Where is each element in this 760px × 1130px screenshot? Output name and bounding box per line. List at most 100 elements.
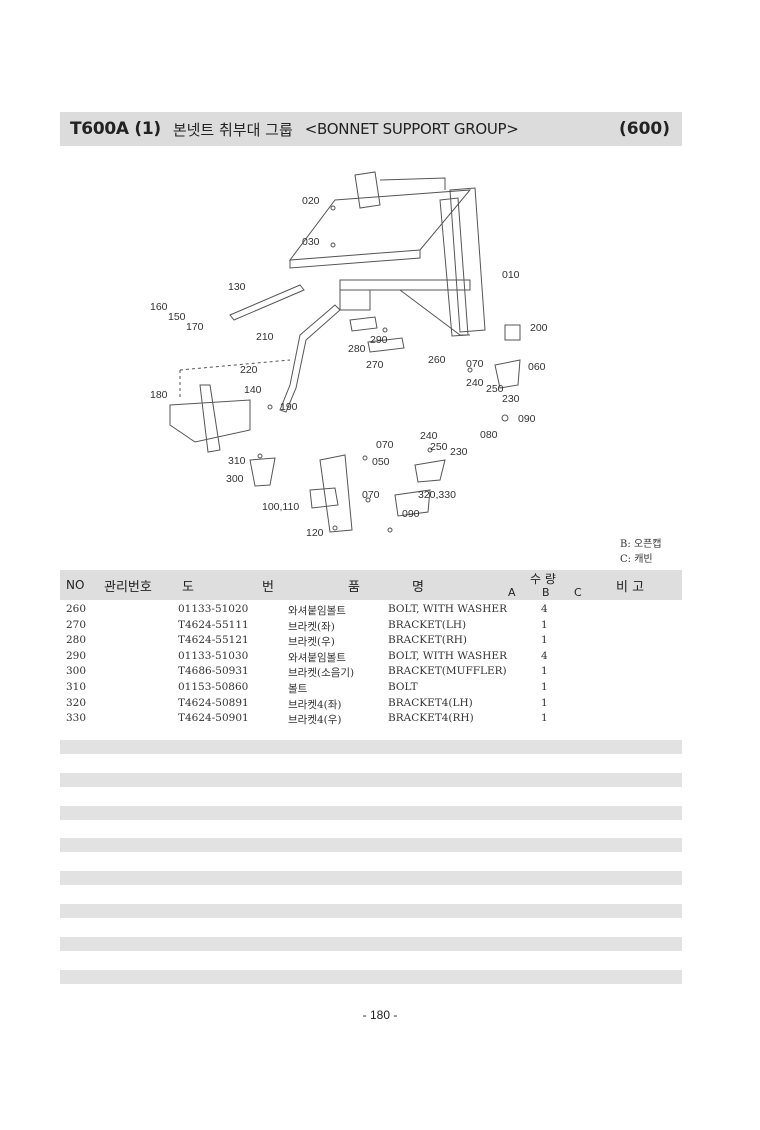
row-part-number: 01133-51020 — [178, 603, 249, 615]
row-name-korean: 브라켓4(우) — [288, 714, 342, 727]
row-no: 270 — [66, 618, 87, 631]
row-qty-b: 1 — [541, 618, 548, 631]
group-number: (600) — [618, 119, 670, 139]
row-name-korean: 와셔붙임볼트 — [288, 651, 346, 664]
callout-label: 150 — [168, 311, 186, 323]
callout-label: 120 — [306, 527, 324, 539]
parts-list: 260 01133-51020 와셔붙임볼트 BOLT, WITH WASHER… — [60, 602, 682, 727]
callout-label: 070 — [376, 439, 394, 451]
parts-drawing: 020 030 010 130 160 150 170 210 200 290 … — [150, 171, 548, 539]
empty-row-stripe — [60, 903, 682, 918]
callout-label: 210 — [256, 331, 274, 343]
callout-label: 250 — [430, 441, 448, 453]
empty-row-stripe — [60, 740, 682, 754]
row-part-number: T4624-55121 — [178, 634, 249, 647]
row-no: 260 — [66, 603, 87, 615]
row-no: 290 — [66, 649, 87, 662]
row-name-english: BRACKET(RH) — [388, 634, 468, 647]
row-part-number: T4686-50931 — [178, 665, 249, 678]
header-name-2: 명 — [412, 580, 424, 595]
row-part-number: T4624-50901 — [178, 712, 249, 725]
callout-label: 030 — [302, 236, 320, 248]
empty-row-stripe — [60, 805, 682, 820]
callout-label: 300 — [226, 473, 244, 485]
row-name-english: BRACKET(MUFFLER) — [388, 665, 507, 678]
callout-label: 050 — [372, 456, 390, 468]
header-management-no: 관리번호 — [104, 580, 152, 595]
header-qty-b: B — [542, 586, 550, 599]
callout-label: 060 — [528, 361, 546, 373]
row-name-english: BOLT, WITH WASHER — [388, 603, 507, 615]
callout-label: 070 — [362, 489, 380, 501]
row-name-english: BOLT, WITH WASHER — [388, 649, 507, 662]
table-row: 290 01133-51030 와셔붙임볼트 BOLT, WITH WASHER… — [60, 649, 682, 665]
row-no: 320 — [66, 696, 87, 709]
empty-row-stripe — [60, 969, 682, 984]
header-no: NO — [66, 578, 85, 592]
empty-row-stripe — [60, 772, 682, 787]
row-name-korean: 와셔붙임볼트 — [288, 605, 346, 617]
empty-row-stripe — [60, 936, 682, 951]
table-row: 300 T4686-50931 브라켓(소음기) BRACKET(MUFFLER… — [60, 664, 682, 680]
callout-label: 260 — [428, 354, 446, 366]
row-qty-b: 1 — [541, 696, 548, 709]
callout-label: 200 — [530, 322, 548, 334]
callout-label: 180 — [150, 389, 168, 401]
table-row: 330 T4624-50901 브라켓4(우) BRACKET4(RH) 1 — [60, 711, 682, 727]
callout-label: 130 — [228, 281, 246, 293]
row-no: 300 — [66, 665, 87, 678]
table-row: 270 T4624-55111 브라켓(좌) BRACKET(LH) 1 — [60, 618, 682, 634]
header-qty-a: A — [508, 586, 516, 599]
table-row: 260 01133-51020 와셔붙임볼트 BOLT, WITH WASHER… — [60, 602, 682, 618]
row-name-korean: 브라켓(우) — [288, 636, 335, 649]
callout-label: 240 — [420, 430, 438, 442]
row-name-english: BRACKET4(LH) — [388, 696, 473, 709]
model-code: T600A (1) — [70, 119, 161, 139]
row-name-korean: 브라켓4(좌) — [288, 698, 342, 711]
legend-c: C: 캐빈 — [620, 554, 653, 565]
row-part-number: T4624-55111 — [178, 618, 249, 631]
callout-label: 290 — [370, 334, 388, 346]
callout-label: 230 — [450, 446, 468, 458]
row-qty-b: 4 — [541, 603, 548, 615]
header-name-1: 품 — [348, 580, 360, 595]
row-part-number: 01133-51030 — [178, 649, 249, 662]
table-row: 280 T4624-55121 브라켓(우) BRACKET(RH) 1 — [60, 633, 682, 649]
empty-table-rows — [60, 740, 682, 1002]
empty-row-stripe — [60, 838, 682, 853]
row-part-number: T4624-50891 — [178, 696, 249, 709]
callout-label: 270 — [366, 359, 384, 371]
row-qty-b: 1 — [541, 680, 548, 693]
table-row: 310 01153-50860 볼트 BOLT 1 — [60, 680, 682, 696]
callout-label: 240 — [466, 377, 484, 389]
callout-label: 140 — [244, 384, 262, 396]
row-no: 280 — [66, 634, 87, 647]
exploded-parts-diagram: 020 030 010 130 160 150 170 210 200 290 … — [140, 160, 560, 555]
empty-row-stripe — [60, 871, 682, 886]
header-remark: 비 고 — [616, 580, 645, 595]
header-qty-c: C — [574, 586, 582, 599]
callout-label: 280 — [348, 343, 366, 355]
row-name-korean: 볼트 — [288, 682, 308, 695]
row-name-english: BRACKET(LH) — [388, 618, 467, 631]
callout-label: 080 — [480, 429, 498, 441]
page-number: - 180 - — [362, 1008, 398, 1022]
header-part-no-2: 번 — [262, 580, 274, 595]
row-no: 330 — [66, 712, 87, 725]
table-row: 320 T4624-50891 브라켓4(좌) BRACKET4(LH) 1 — [60, 696, 682, 712]
header-quantity: 수 량 — [530, 572, 556, 586]
group-title-english: <BONNET SUPPORT GROUP> — [304, 120, 519, 138]
header-part-no-1: 도 — [182, 580, 194, 595]
callout-label: 220 — [240, 364, 258, 376]
callout-label: 250 — [486, 383, 504, 395]
group-title-korean: 본넷트 취부대 그룹 — [172, 120, 293, 139]
table-header: NO 관리번호 도 번 품 명 수 량 A B C 비 고 — [60, 570, 682, 600]
row-name-korean: 브라켓(소음기) — [288, 667, 355, 680]
row-no: 310 — [66, 680, 87, 693]
legend-b: B: 오픈캡 — [620, 539, 662, 550]
callout-label: 310 — [228, 455, 246, 467]
callout-label: 090 — [518, 413, 536, 425]
callout-label: 070 — [466, 358, 484, 370]
legend: B: 오픈캡 C: 캐빈 — [620, 537, 662, 567]
callout-label: 190 — [280, 401, 298, 413]
